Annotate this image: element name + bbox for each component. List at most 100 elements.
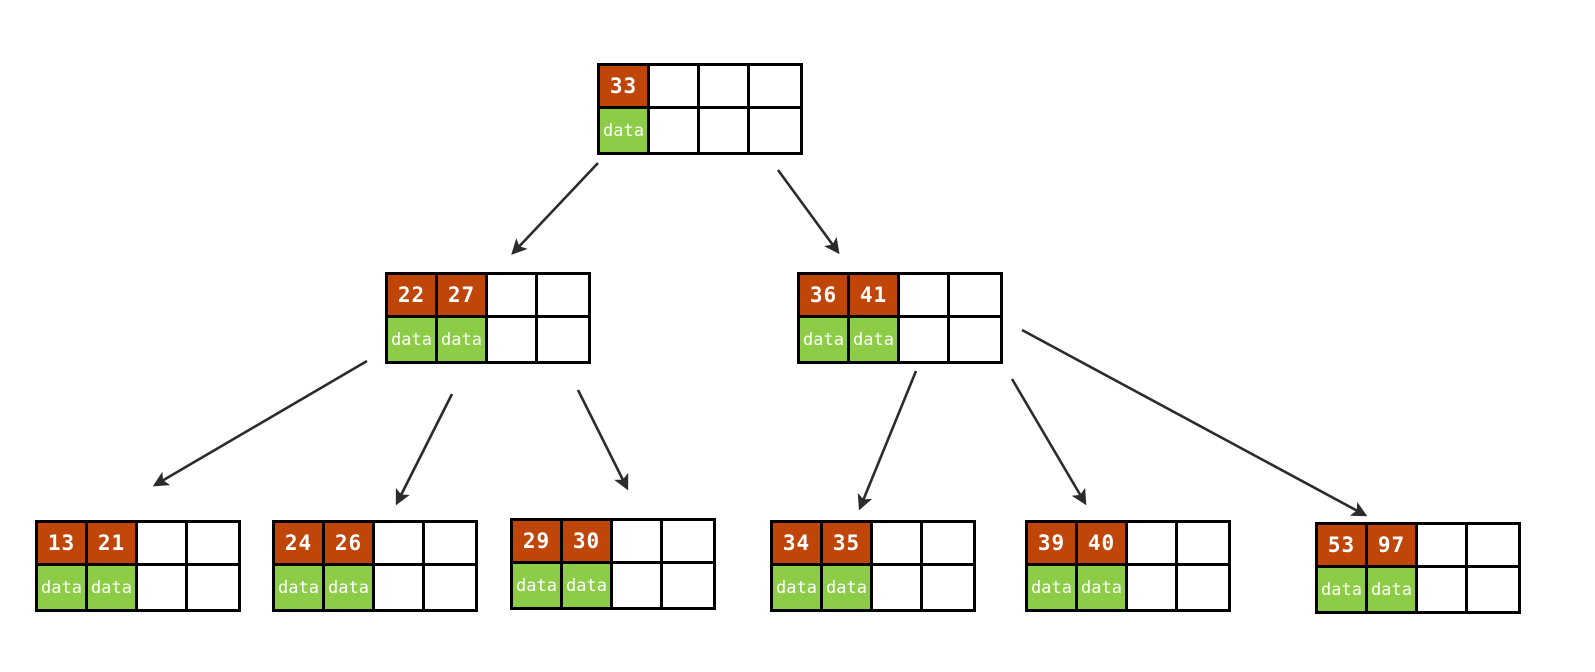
btree-edge-root-to-internal-right — [776, 169, 840, 255]
btree-empty-data-cell[interactable] — [538, 318, 588, 361]
btree-edge-internal-left-to-leaf-2 — [395, 393, 454, 506]
btree-key-cell[interactable]: 39 — [1028, 523, 1078, 566]
btree-empty-data-cell[interactable] — [750, 109, 800, 152]
btree-key-cell[interactable]: 33 — [600, 66, 650, 109]
btree-empty-data-cell[interactable] — [138, 566, 188, 609]
btree-empty-key-cell[interactable] — [873, 523, 923, 566]
btree-empty-data-cell[interactable] — [375, 566, 425, 609]
btree-edge-internal-left-to-leaf-3 — [576, 389, 629, 491]
btree-node-data-row: data — [600, 109, 800, 152]
btree-empty-data-cell[interactable] — [1468, 568, 1518, 611]
btree-key-cell[interactable]: 13 — [38, 523, 88, 566]
btree-data-cell[interactable]: data — [800, 318, 850, 361]
btree-data-cell[interactable]: data — [600, 109, 650, 152]
btree-edge-root-to-internal-left — [511, 162, 599, 255]
btree-empty-key-cell[interactable] — [663, 521, 713, 564]
btree-key-cell[interactable]: 53 — [1318, 525, 1368, 568]
btree-key-cell[interactable]: 30 — [563, 521, 613, 564]
btree-data-cell[interactable]: data — [823, 566, 873, 609]
btree-edge-internal-left-to-leaf-1 — [152, 359, 368, 487]
btree-key-cell[interactable]: 40 — [1078, 523, 1128, 566]
btree-empty-key-cell[interactable] — [1468, 525, 1518, 568]
btree-key-cell[interactable]: 41 — [850, 275, 900, 318]
btree-key-cell[interactable]: 36 — [800, 275, 850, 318]
btree-key-cell[interactable]: 34 — [773, 523, 823, 566]
btree-empty-key-cell[interactable] — [138, 523, 188, 566]
btree-key-cell[interactable]: 22 — [388, 275, 438, 318]
btree-data-cell[interactable]: data — [513, 564, 563, 607]
btree-empty-key-cell[interactable] — [700, 66, 750, 109]
btree-empty-key-cell[interactable] — [375, 523, 425, 566]
btree-empty-key-cell[interactable] — [650, 66, 700, 109]
btree-empty-data-cell[interactable] — [488, 318, 538, 361]
btree-key-cell[interactable]: 24 — [275, 523, 325, 566]
btree-data-cell[interactable]: data — [38, 566, 88, 609]
btree-empty-key-cell[interactable] — [900, 275, 950, 318]
btree-data-cell[interactable]: data — [388, 318, 438, 361]
btree-empty-key-cell[interactable] — [923, 523, 973, 566]
btree-data-cell[interactable]: data — [1368, 568, 1418, 611]
btree-empty-data-cell[interactable] — [950, 318, 1000, 361]
btree-data-cell[interactable]: data — [1028, 566, 1078, 609]
btree-empty-key-cell[interactable] — [750, 66, 800, 109]
btree-data-cell[interactable]: data — [88, 566, 138, 609]
btree-data-cell[interactable]: data — [1078, 566, 1128, 609]
btree-key-cell[interactable]: 26 — [325, 523, 375, 566]
btree-empty-key-cell[interactable] — [1418, 525, 1468, 568]
btree-empty-data-cell[interactable] — [613, 564, 663, 607]
btree-data-cell[interactable]: data — [773, 566, 823, 609]
btree-key-cell[interactable]: 35 — [823, 523, 873, 566]
btree-empty-key-cell[interactable] — [1128, 523, 1178, 566]
btree-empty-data-cell[interactable] — [900, 318, 950, 361]
btree-empty-key-cell[interactable] — [188, 523, 238, 566]
btree-data-cell[interactable]: data — [325, 566, 375, 609]
btree-key-cell[interactable]: 21 — [88, 523, 138, 566]
btree-empty-key-cell[interactable] — [488, 275, 538, 318]
btree-empty-data-cell[interactable] — [188, 566, 238, 609]
btree-data-cell[interactable]: data — [563, 564, 613, 607]
btree-empty-data-cell[interactable] — [700, 109, 750, 152]
btree-edge-internal-right-to-leaf-6 — [1021, 328, 1368, 517]
btree-empty-key-cell[interactable] — [425, 523, 475, 566]
btree-key-cell[interactable]: 97 — [1368, 525, 1418, 568]
btree-empty-data-cell[interactable] — [1418, 568, 1468, 611]
btree-empty-data-cell[interactable] — [425, 566, 475, 609]
btree-empty-data-cell[interactable] — [663, 564, 713, 607]
btree-data-cell[interactable]: data — [438, 318, 488, 361]
btree-empty-data-cell[interactable] — [923, 566, 973, 609]
btree-empty-key-cell[interactable] — [613, 521, 663, 564]
btree-empty-key-cell[interactable] — [950, 275, 1000, 318]
btree-key-cell[interactable]: 29 — [513, 521, 563, 564]
btree-empty-data-cell[interactable] — [1178, 566, 1228, 609]
btree-empty-data-cell[interactable] — [650, 109, 700, 152]
btree-empty-data-cell[interactable] — [873, 566, 923, 609]
btree-empty-data-cell[interactable] — [1128, 566, 1178, 609]
btree-key-cell[interactable]: 27 — [438, 275, 488, 318]
btree-data-cell[interactable]: data — [275, 566, 325, 609]
btree-data-cell[interactable]: data — [1318, 568, 1368, 611]
btree-edge-internal-right-to-leaf-4 — [857, 370, 918, 511]
btree-data-cell[interactable]: data — [850, 318, 900, 361]
btree-empty-key-cell[interactable] — [538, 275, 588, 318]
btree-empty-key-cell[interactable] — [1178, 523, 1228, 566]
